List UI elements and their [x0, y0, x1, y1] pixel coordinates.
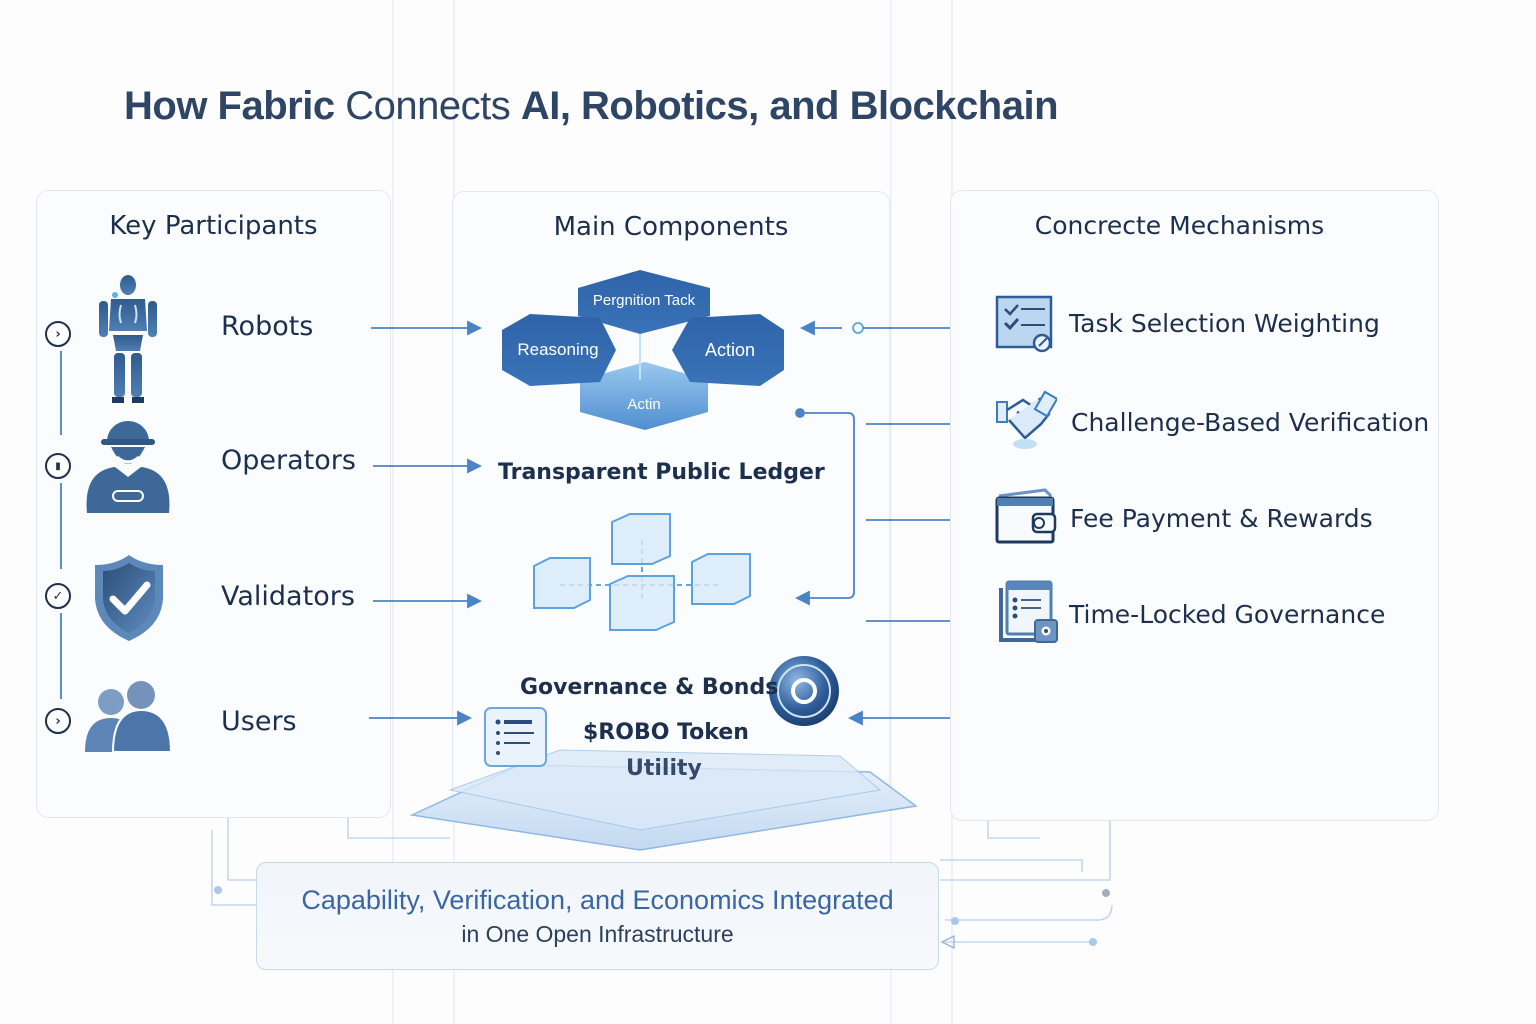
timeline-connector [60, 351, 62, 435]
chevron-right-icon[interactable]: › [45, 708, 71, 734]
title-part-light: Connects [334, 84, 521, 128]
hex-right-label: Action [704, 340, 756, 360]
check-icon[interactable]: ✓ [45, 583, 71, 609]
panel-title: Main Components [553, 212, 789, 242]
handshake-icon [996, 390, 1057, 449]
hex-top-label: Pergnition Tack [592, 292, 696, 309]
grid-line [890, 0, 892, 1024]
summary-banner: Capability, Verification, and Economics … [256, 862, 939, 970]
main-components-panel: Main Components [452, 191, 890, 803]
token-label: $ROBO Token [583, 720, 749, 745]
ledger-label: Transparent Public Ledger [498, 460, 825, 485]
grid-line [392, 0, 394, 1024]
mechanism-task-selection[interactable]: Task Selection Weighting [995, 295, 1415, 357]
mechanism-challenge-verification[interactable]: Challenge-Based Verification [995, 390, 1435, 456]
mechanism-label: Time-Locked Governance [1069, 600, 1386, 629]
participant-label: Users [221, 706, 297, 737]
title-part-bold: How Fabric [124, 84, 335, 128]
wallet-icon [995, 488, 1057, 544]
token-utility-label: Utility [626, 756, 702, 781]
checklist-icon [995, 295, 1053, 353]
summary-line-2: in One Open Infrastructure [461, 921, 734, 947]
pause-icon[interactable]: ▮ [45, 453, 71, 479]
participant-robots[interactable]: › Robots [37, 271, 392, 406]
key-participants-panel: Key Participants › Robots ▮ [36, 190, 391, 818]
participant-label: Robots [221, 311, 314, 342]
mechanism-label: Task Selection Weighting [1069, 309, 1380, 338]
hex-bottom-label: Actin [627, 396, 661, 413]
worker-hardhat-icon [86, 421, 170, 513]
summary-line-1: Capability, Verification, and Economics … [301, 885, 894, 915]
participant-label: Validators [221, 581, 355, 612]
title-part-bold-2: AI, Robotics, and Blockchain [520, 84, 1059, 128]
timeline-connector [60, 483, 62, 569]
chevron-right-icon[interactable]: › [45, 321, 71, 347]
shield-check-icon [95, 555, 163, 641]
panel-title: Concrecte Mechanisms [1034, 211, 1325, 240]
mechanism-time-locked-governance[interactable]: Time-Locked Governance [995, 580, 1415, 646]
participant-validators[interactable]: ✓ Validators [37, 551, 392, 643]
robot-icon [99, 275, 157, 403]
mechanism-fee-payment[interactable]: Fee Payment & Rewards [995, 488, 1415, 548]
page-title: How Fabric Connects AI, Robotics, and Bl… [124, 84, 1059, 129]
governance-label: Governance & Bonds [520, 675, 779, 700]
timeline-connector [60, 613, 62, 699]
participant-label: Operators [221, 445, 356, 476]
mechanism-label: Challenge-Based Verification [1071, 408, 1430, 437]
panel-title: Key Participants [109, 211, 318, 241]
users-icon [85, 681, 173, 753]
participant-users[interactable]: › Users [37, 676, 392, 756]
mechanism-label: Fee Payment & Rewards [1070, 504, 1373, 533]
participant-operators[interactable]: ▮ Operators [37, 419, 392, 519]
document-lock-icon [999, 580, 1058, 643]
hex-left-label: Reasoning [517, 340, 599, 359]
